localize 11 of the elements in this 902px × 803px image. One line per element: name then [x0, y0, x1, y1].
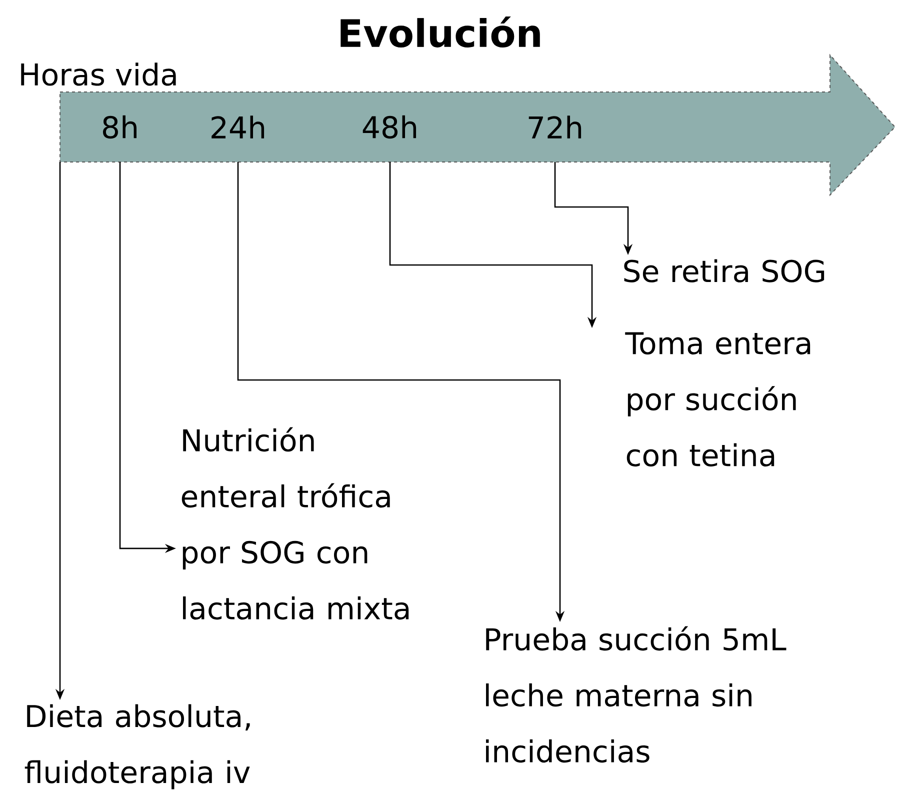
hour-label: 72h — [528, 116, 582, 138]
event-text: Dieta absoluta, fluidoterapia iv — [24, 704, 250, 790]
hour-label: 24h — [212, 116, 264, 138]
event-text: Nutrición enteral trófica por SOG con lactancia mixta — [182, 427, 409, 620]
hour-label: 8h — [103, 115, 136, 139]
event-text: Toma entera por succión con tetina — [625, 332, 810, 466]
event-text: Se retira SOG — [624, 259, 824, 282]
hour-label: 48h — [362, 115, 416, 139]
axis-label: Horas vida — [21, 62, 176, 86]
title: Evolución — [340, 16, 540, 48]
event-text: Prueba succión 5mL leche materna sin incidencias — [486, 626, 786, 763]
